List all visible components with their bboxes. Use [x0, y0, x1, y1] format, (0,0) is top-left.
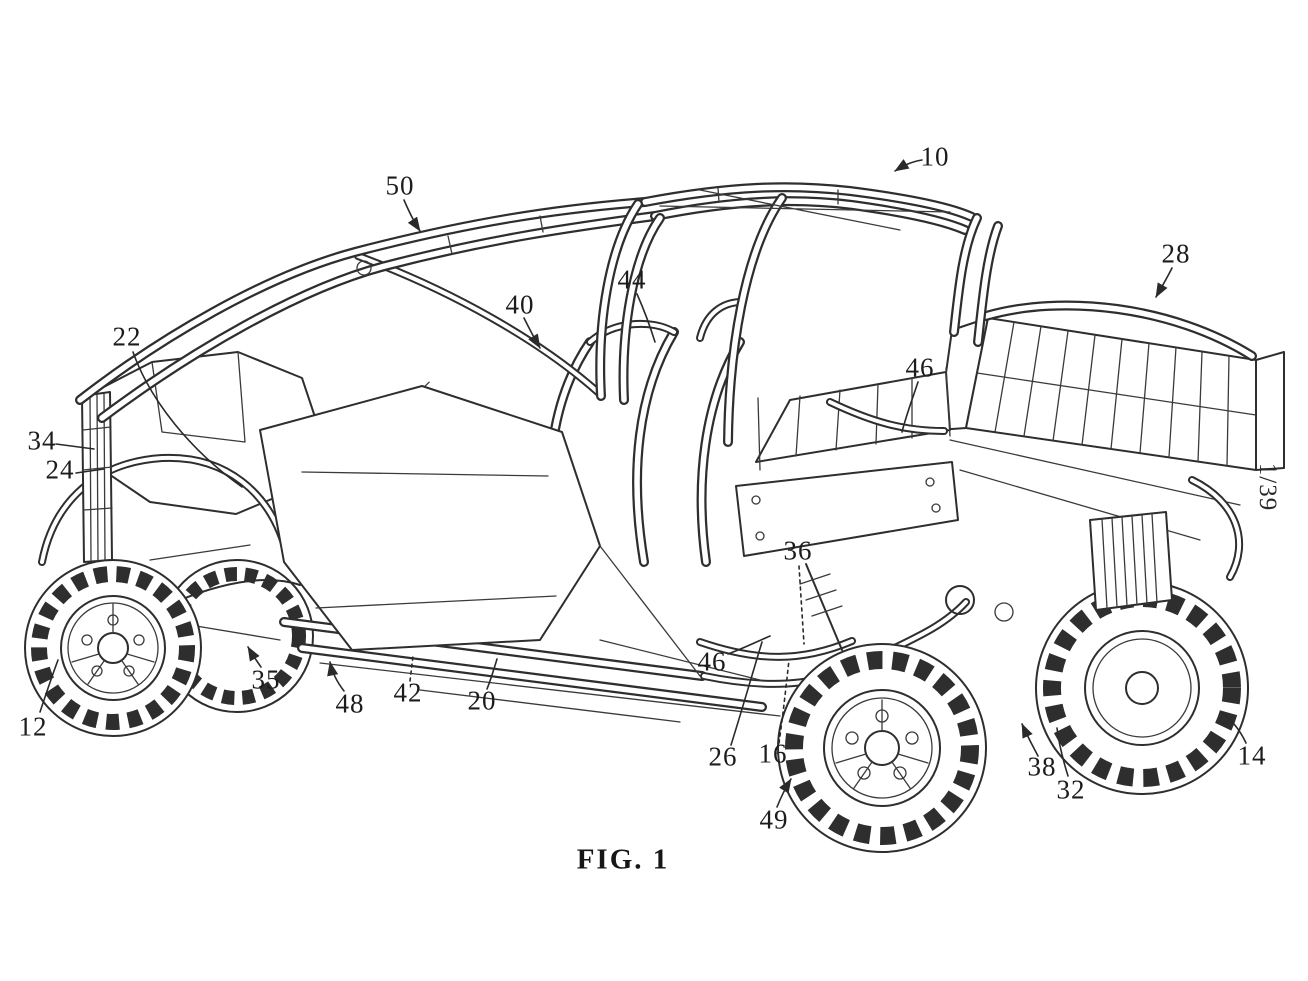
roll-cage [80, 187, 998, 442]
ref-label-24: 24 [45, 454, 75, 485]
sheet-indicator: 1/39 [1254, 462, 1281, 512]
ref-label-44: 44 [617, 264, 647, 295]
ref-label-38: 38 [1027, 751, 1057, 782]
ref-label-20: 20 [467, 685, 497, 716]
front-rack [81, 391, 113, 563]
ref-label-36: 36 [783, 535, 813, 566]
ref-label-42: 42 [393, 677, 423, 708]
rear-grille [1089, 511, 1173, 611]
leader-lines [39, 159, 1247, 808]
rear-left-wheel [777, 643, 987, 853]
ref-label-12: 12 [18, 711, 48, 742]
figure-caption: FIG. 1 [576, 843, 670, 876]
front-left-wheel [24, 559, 202, 737]
ref-label-49: 49 [759, 804, 789, 835]
ref-label-22: 22 [112, 321, 142, 352]
ref-label-10: 10 [920, 141, 950, 172]
door-panel [259, 385, 701, 677]
ref-label-28: 28 [1161, 238, 1191, 269]
rear-right-wheel [1035, 581, 1249, 795]
ref-label-14: 14 [1237, 740, 1267, 771]
ref-label-48: 48 [335, 688, 365, 719]
cargo-box [937, 305, 1285, 577]
mid-deck [755, 367, 951, 471]
ref-label-50: 50 [385, 170, 415, 201]
ref-label-46-upper: 46 [905, 352, 935, 383]
ref-label-26: 26 [708, 741, 738, 772]
ref-label-34: 34 [27, 425, 57, 456]
ref-label-35: 35 [251, 664, 281, 695]
ref-label-40: 40 [505, 289, 535, 320]
ref-label-32: 32 [1056, 774, 1086, 805]
ref-label-46-lower: 46 [697, 646, 727, 677]
ref-label-16: 16 [758, 738, 788, 769]
